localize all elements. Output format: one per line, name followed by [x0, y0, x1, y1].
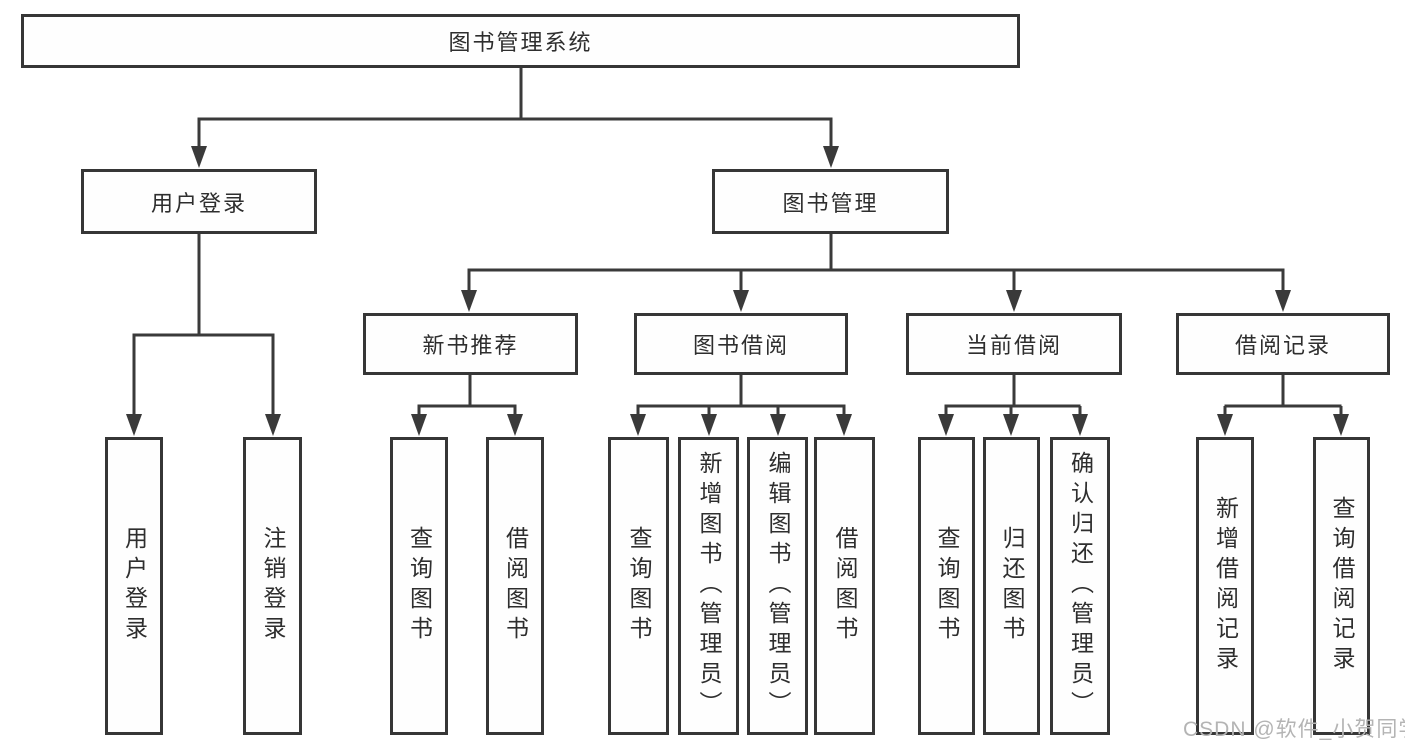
leaf-label: 用户登录 — [121, 526, 148, 646]
node-new-book-recommend-label: 新书推荐 — [422, 333, 519, 358]
node-borrow-records: 借阅记录 — [1176, 313, 1390, 375]
connector-book-borrow-to-leaves — [630, 373, 852, 436]
leaf-label: 查询图书 — [626, 526, 652, 646]
arrow-down-icon — [507, 414, 523, 436]
node-book-borrow: 图书借阅 — [634, 313, 848, 375]
leaf-label: 归还图书 — [999, 526, 1025, 646]
node-book-management: 图书管理 — [712, 169, 949, 234]
leaf-query-books-recommend: 查询图书 — [390, 437, 448, 735]
leaf-label: 确认归还（管理员） — [1067, 451, 1094, 721]
leaf-label: 注销登录 — [260, 526, 286, 646]
leaf-query-borrow-record: 查询借阅记录 — [1313, 437, 1370, 735]
leaf-add-books-admin: 新增图书（管理员） — [678, 437, 739, 735]
leaf-label: 新增借阅记录 — [1212, 496, 1239, 676]
connector-root-to-level2 — [191, 66, 839, 168]
arrow-down-icon — [630, 414, 646, 436]
leaf-logout-login: 注销登录 — [243, 437, 302, 735]
leaf-label: 查询图书 — [406, 526, 433, 646]
arrow-down-icon — [701, 414, 717, 436]
arrow-down-icon — [191, 146, 207, 168]
arrow-down-icon — [1003, 414, 1019, 436]
node-root-label: 图书管理系统 — [448, 30, 593, 55]
connector-borrow-records-to-leaves — [1217, 373, 1349, 436]
arrow-down-icon — [1333, 414, 1349, 436]
node-current-borrow-label: 当前借阅 — [965, 333, 1062, 358]
node-user-login-label: 用户登录 — [150, 190, 247, 216]
leaf-label: 借阅图书 — [832, 526, 858, 646]
node-root: 图书管理系统 — [21, 14, 1020, 68]
node-book-borrow-label: 图书借阅 — [692, 333, 789, 358]
leaf-borrow-books-borrow: 借阅图书 — [814, 437, 875, 735]
arrow-down-icon — [770, 414, 786, 436]
leaf-user-login: 用户登录 — [105, 437, 163, 735]
leaf-label: 查询图书 — [934, 526, 960, 646]
arrow-down-icon — [1217, 414, 1233, 436]
leaf-edit-books-admin: 编辑图书（管理员） — [747, 437, 808, 735]
leaf-label: 借阅图书 — [502, 526, 529, 646]
leaf-add-borrow-record: 新增借阅记录 — [1196, 437, 1254, 735]
arrow-down-icon — [411, 414, 427, 436]
watermark: CSDN @软件_小贺同学 — [1183, 718, 1405, 741]
leaf-label: 新增图书（管理员） — [696, 451, 722, 721]
arrow-down-icon — [733, 290, 749, 312]
arrow-down-icon — [126, 414, 142, 436]
leaf-return-books: 归还图书 — [983, 437, 1040, 735]
node-user-login: 用户登录 — [81, 169, 317, 234]
leaf-confirm-return-admin: 确认归还（管理员） — [1050, 437, 1110, 735]
arrow-down-icon — [461, 290, 477, 312]
arrow-down-icon — [1006, 290, 1022, 312]
leaf-borrow-books-recommend: 借阅图书 — [486, 437, 544, 735]
arrow-down-icon — [823, 146, 839, 168]
arrow-down-icon — [1072, 414, 1088, 436]
leaf-query-books-current: 查询图书 — [918, 437, 975, 735]
node-new-book-recommend: 新书推荐 — [363, 313, 578, 375]
leaf-label: 查询借阅记录 — [1329, 496, 1355, 676]
connector-current-borrow-to-leaves — [938, 373, 1088, 436]
leaf-label: 编辑图书（管理员） — [765, 451, 791, 721]
arrow-down-icon — [938, 414, 954, 436]
connector-new-book-recommend-to-leaves — [411, 373, 523, 436]
arrow-down-icon — [265, 414, 281, 436]
connector-user-login-to-leaves — [126, 232, 281, 436]
node-book-management-label: 图书管理 — [782, 190, 879, 216]
connector-book-management-to-level3 — [461, 232, 1291, 312]
arrow-down-icon — [836, 414, 852, 436]
leaf-query-books-borrow: 查询图书 — [608, 437, 669, 735]
node-borrow-records-label: 借阅记录 — [1234, 333, 1331, 358]
arrow-down-icon — [1275, 290, 1291, 312]
node-current-borrow: 当前借阅 — [906, 313, 1122, 375]
